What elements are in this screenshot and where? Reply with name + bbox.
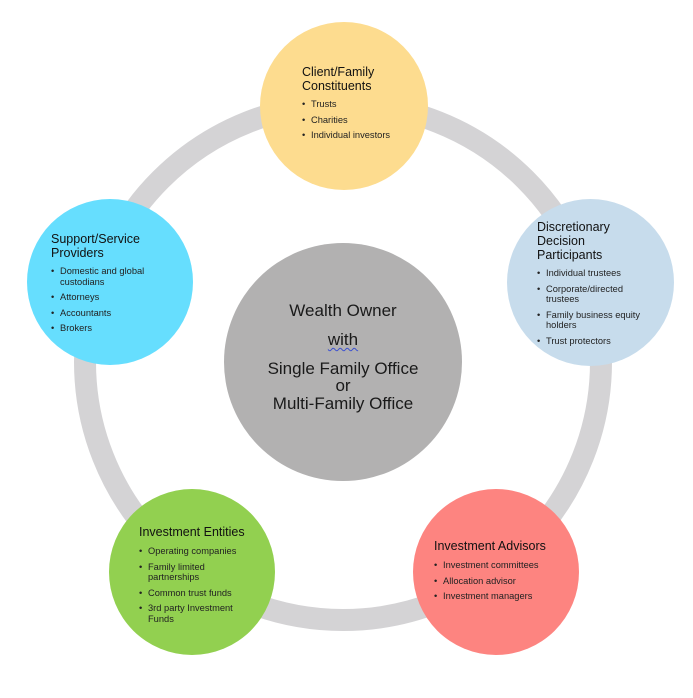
node-title-line: Client/Family <box>302 65 375 79</box>
list-item: • 3rd party Investment Funds <box>139 603 258 624</box>
node-item-list: • Trusts • Charities • Individual investors <box>302 99 422 141</box>
list-item: • Corporate/directed trustees <box>537 284 641 305</box>
bullet-icon: • <box>434 560 438 570</box>
bullet-icon: • <box>139 603 143 613</box>
bullet-icon: • <box>139 587 143 598</box>
list-item-text: Investment committees <box>443 560 539 570</box>
node-item-list: • Investment committees • Allocation advis… <box>434 560 574 602</box>
center-line-single-family-office: Single Family Office <box>267 359 419 378</box>
center-line-or: or <box>335 376 351 395</box>
list-item-text: 3rd party Investment Funds <box>148 603 233 624</box>
node-title-line: Constituents <box>302 79 372 93</box>
list-item-text: Operating companies <box>148 546 237 556</box>
node-title: Client/Family Constituents <box>302 65 422 93</box>
list-item: • Charities <box>302 115 422 126</box>
center-line-multi-family-office: Multi-Family Office <box>272 394 414 413</box>
list-item-text: Charities <box>311 114 348 125</box>
list-item: • Family limited partnerships <box>139 562 228 583</box>
list-item-text: Domestic and global custodians <box>60 266 145 287</box>
node-title-line: Discretionary <box>537 220 610 234</box>
list-item: • Family business equity holders <box>537 310 664 331</box>
bullet-icon: • <box>302 114 306 125</box>
bullet-icon: • <box>139 546 143 556</box>
list-item-text: Individual trustees <box>546 268 621 278</box>
list-item-text: Individual investors <box>311 130 391 140</box>
bullet-icon: • <box>51 307 55 318</box>
bullet-icon: • <box>537 283 541 294</box>
bullet-icon: • <box>302 99 306 109</box>
node-title-line: Participants <box>537 248 603 262</box>
list-item-text: Brokers <box>60 323 93 333</box>
list-item: • Operating companies <box>139 546 269 557</box>
list-item-text: Allocation advisor <box>443 575 516 586</box>
center-line-with-wrap: with <box>224 330 462 349</box>
bullet-icon: • <box>51 266 55 276</box>
list-item-text: Accountants <box>60 307 112 318</box>
node-title: Investment Advisors <box>434 539 574 553</box>
list-item: • Brokers <box>51 323 183 334</box>
node-investment-entities: Investment Entities • Operating companies… <box>109 489 275 655</box>
node-discretionary-decision-participants: Discretionary Decision Participants • Ind… <box>507 199 674 366</box>
bullet-icon: • <box>139 561 143 572</box>
list-item-text: Family limited partnerships <box>148 561 205 583</box>
list-item-text: Corporate/directed trustees <box>546 283 623 305</box>
bullet-icon: • <box>537 309 541 320</box>
node-item-list: • Individual trustees • Corporate/directed… <box>537 268 667 346</box>
list-item: • Investment managers <box>434 591 574 602</box>
list-item: • Investment committees <box>434 560 574 571</box>
list-item-text: Trust protectors <box>546 335 611 346</box>
list-item: • Trusts <box>302 99 422 110</box>
center-line-with: with <box>327 330 359 349</box>
bullet-icon: • <box>51 323 55 333</box>
list-item-text: Trusts <box>311 99 337 109</box>
list-item: • Trust protectors <box>537 336 667 347</box>
node-title-line: Providers <box>51 246 104 260</box>
central-wealth-owner-circle: Wealth Owner with Single Family Office o… <box>224 243 462 481</box>
bullet-icon: • <box>302 130 306 140</box>
list-item-text: Common trust funds <box>148 587 232 598</box>
list-item: • Individual investors <box>302 130 422 141</box>
node-title: Support/Service Providers <box>51 232 183 260</box>
list-item: • Individual trustees <box>537 268 667 279</box>
node-title: Discretionary Decision Participants <box>537 220 667 262</box>
list-item-text: Attorneys <box>60 292 100 302</box>
bullet-icon: • <box>434 575 438 586</box>
node-item-list: • Domestic and global custodians • Attorne… <box>51 266 183 334</box>
node-item-list: • Operating companies • Family limited par… <box>139 546 269 624</box>
node-title-line: Investment Entities <box>139 525 245 539</box>
list-item: • Accountants <box>51 308 183 319</box>
list-item-text: Family business equity holders <box>546 309 641 331</box>
center-line-wealth-owner: Wealth Owner <box>289 301 397 320</box>
node-title-line: Support/Service <box>51 232 140 246</box>
list-item-text: Investment managers <box>443 591 533 601</box>
node-title: Investment Entities <box>139 525 269 539</box>
bullet-icon: • <box>537 335 541 346</box>
list-item: • Attorneys <box>51 292 183 303</box>
list-item: • Domestic and global custodians <box>51 266 160 287</box>
bullet-icon: • <box>537 268 541 278</box>
node-support-service-providers: Support/Service Providers • Domestic and … <box>27 199 193 365</box>
bullet-icon: • <box>51 292 55 302</box>
list-item: • Common trust funds <box>139 588 269 599</box>
node-title-line: Investment Advisors <box>434 539 546 553</box>
node-investment-advisors: Investment Advisors • Investment committe… <box>413 489 579 655</box>
list-item: • Allocation advisor <box>434 576 574 587</box>
node-title-line: Decision <box>537 234 585 248</box>
bullet-icon: • <box>434 591 438 601</box>
node-client-family-constituents: Client/Family Constituents • Trusts • Char… <box>260 22 428 190</box>
